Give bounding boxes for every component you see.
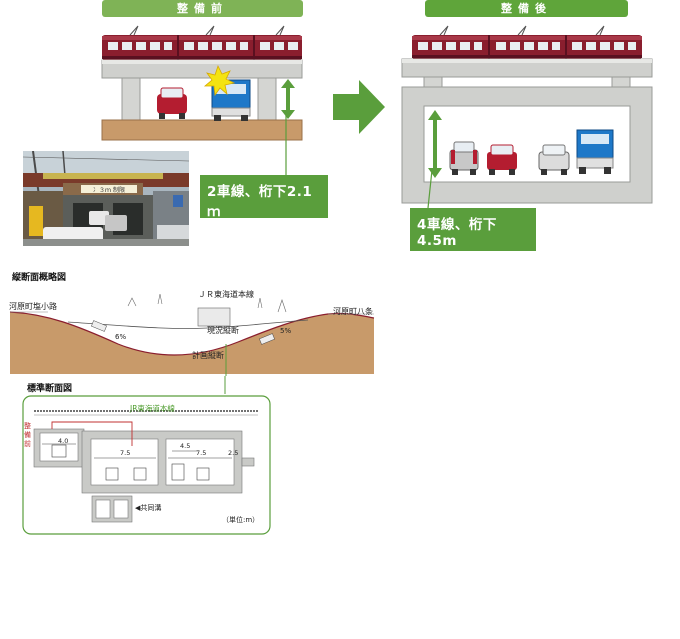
standard-side-label: 整備前 bbox=[24, 422, 31, 448]
train-icon bbox=[102, 25, 302, 60]
after-header: 整備後 bbox=[425, 0, 628, 17]
after-underpass-illustration bbox=[401, 25, 653, 204]
standard-section-diagram bbox=[22, 376, 271, 535]
profile-existing-label: 現況縦断 bbox=[207, 326, 239, 335]
profile-left-road: 河原町塩小路 bbox=[9, 302, 57, 311]
height-arrow-icon bbox=[428, 110, 442, 178]
truck-icon bbox=[576, 129, 614, 174]
profile-slope-right: 5% bbox=[280, 327, 292, 335]
after-callout: 4車線、桁下4.5m 整備後のアンダーパス部分 bbox=[410, 208, 536, 263]
before-callout-main: 2車線、桁下2.1ｍ bbox=[207, 184, 313, 220]
profile-right-road: 河原町八条 bbox=[333, 307, 373, 316]
unit-label: （単位:m） bbox=[222, 516, 260, 524]
profile-diagram bbox=[9, 293, 375, 376]
after-callout-connector bbox=[427, 170, 433, 209]
dim-2-5: 2.5 bbox=[228, 449, 239, 457]
standard-line-label: JR東海道本線 bbox=[130, 404, 175, 413]
car-icon bbox=[449, 141, 479, 175]
before-callout: 2車線、桁下2.1ｍ 現状のアンダーパス部分 bbox=[200, 175, 328, 234]
underpass-photo: 冫３ｍ 制限 bbox=[23, 151, 189, 246]
dim-4-0: 4.0 bbox=[58, 437, 69, 445]
dim-4-5: 4.5 bbox=[180, 442, 191, 450]
height-arrow-icon bbox=[281, 79, 295, 119]
train-icon bbox=[412, 25, 642, 59]
profile-line-label: ＪＲ東海道本線 bbox=[198, 290, 254, 299]
after-callout-main: 4車線、桁下4.5m bbox=[417, 217, 497, 249]
before-underpass-illustration bbox=[101, 25, 303, 141]
car-icon bbox=[538, 144, 570, 175]
before-header: 整備前 bbox=[102, 0, 303, 17]
profile-plan-label: 計画縦断 bbox=[192, 351, 224, 360]
after-callout-sub: 整備後のアンダーパス部分 bbox=[417, 253, 519, 263]
right-arrow-icon bbox=[333, 80, 385, 134]
duct-label: ◀共同溝 bbox=[135, 504, 162, 512]
dim-7-5-left: 7.5 bbox=[120, 449, 131, 457]
photo-sign-text: 冫３ｍ 制限 bbox=[93, 186, 125, 194]
profile-slope-left: 6% bbox=[115, 333, 127, 341]
before-callout-sub: 現状のアンダーパス部分 bbox=[207, 224, 301, 234]
dim-7-5-right: 7.5 bbox=[196, 449, 207, 457]
car-icon bbox=[487, 144, 517, 175]
car-icon bbox=[157, 87, 187, 119]
profile-title: 縦断面概略図 bbox=[12, 273, 67, 283]
before-callout-connector bbox=[285, 110, 287, 175]
collision-icon bbox=[203, 64, 236, 97]
standard-title: 標準断面図 bbox=[27, 384, 73, 394]
